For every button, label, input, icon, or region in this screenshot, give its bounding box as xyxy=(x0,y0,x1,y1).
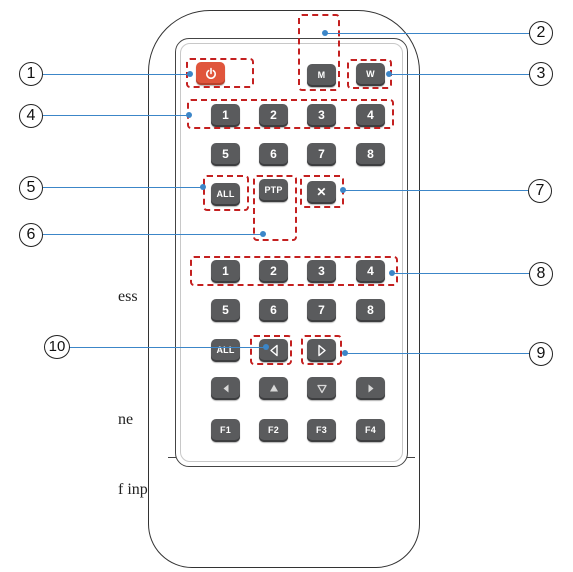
output-4-button[interactable]: 4 xyxy=(356,260,385,283)
callout-9: 9 xyxy=(529,342,553,366)
input-8-button[interactable]: 8 xyxy=(356,143,385,166)
right-triangle-icon xyxy=(368,384,373,393)
leader-4-dot xyxy=(186,112,192,118)
clear-button[interactable]: ✕ xyxy=(307,181,336,204)
callout-7: 7 xyxy=(528,179,552,203)
nav-right-button[interactable] xyxy=(356,377,385,400)
callout-8: 8 xyxy=(529,262,553,286)
leader-2-dot xyxy=(322,30,328,36)
leader-6 xyxy=(43,234,263,235)
leader-10-dot xyxy=(263,344,269,350)
w-button[interactable]: W xyxy=(356,63,385,86)
input-3-button[interactable]: 3 xyxy=(307,104,336,127)
nav-up-button[interactable] xyxy=(259,377,288,400)
highlight-page-left xyxy=(250,335,292,365)
output-3-button[interactable]: 3 xyxy=(307,260,336,283)
ptp-button[interactable]: PTP xyxy=(259,179,288,202)
f2-button[interactable]: F2 xyxy=(259,419,288,442)
leader-3 xyxy=(389,74,530,75)
output-7-button[interactable]: 7 xyxy=(307,299,336,322)
output-6-button[interactable]: 6 xyxy=(259,299,288,322)
highlight-power xyxy=(186,58,254,88)
input-5-button[interactable]: 5 xyxy=(211,143,240,166)
highlight-output-row xyxy=(190,256,398,286)
callout-4: 4 xyxy=(19,104,43,128)
leader-9-dot xyxy=(342,350,348,356)
all-inputs-button[interactable]: ALL xyxy=(211,183,240,206)
leader-1-dot xyxy=(187,71,193,77)
output-1-button[interactable]: 1 xyxy=(211,260,240,283)
input-4-button[interactable]: 4 xyxy=(356,104,385,127)
leader-7 xyxy=(343,190,528,191)
output-2-button[interactable]: 2 xyxy=(259,260,288,283)
highlight-page-right xyxy=(301,335,342,365)
up-triangle-icon xyxy=(269,384,278,392)
all-outputs-button[interactable]: ALL xyxy=(211,339,240,362)
output-8-button[interactable]: 8 xyxy=(356,299,385,322)
leader-4 xyxy=(43,115,189,116)
leader-8 xyxy=(392,273,530,274)
highlight-clear xyxy=(300,175,344,208)
page-right-button[interactable] xyxy=(307,339,336,362)
panel-edge-right xyxy=(407,457,415,458)
leader-7-dot xyxy=(340,187,346,193)
input-7-button[interactable]: 7 xyxy=(307,143,336,166)
highlight-all-inputs xyxy=(203,175,249,211)
leader-5-dot xyxy=(200,184,206,190)
left-triangle-icon xyxy=(269,344,278,357)
down-triangle-icon xyxy=(316,384,327,394)
callout-6: 6 xyxy=(19,223,43,247)
callout-1: 1 xyxy=(19,62,43,86)
panel-edge-left xyxy=(168,457,176,458)
highlight-ptp xyxy=(253,175,297,241)
input-1-button[interactable]: 1 xyxy=(211,104,240,127)
power-button[interactable] xyxy=(196,62,225,85)
leader-8-dot xyxy=(389,270,395,276)
leader-6-dot xyxy=(260,231,266,237)
leader-2 xyxy=(325,33,530,34)
leader-9 xyxy=(345,353,530,354)
callout-10: 10 xyxy=(44,335,70,359)
leader-10 xyxy=(68,347,266,348)
side-text-fragment-1: ess xyxy=(118,288,138,305)
leader-5 xyxy=(43,187,203,188)
input-6-button[interactable]: 6 xyxy=(259,143,288,166)
f1-button[interactable]: F1 xyxy=(211,419,240,442)
output-5-button[interactable]: 5 xyxy=(211,299,240,322)
left-triangle-icon xyxy=(223,384,228,393)
f3-button[interactable]: F3 xyxy=(307,419,336,442)
nav-down-button[interactable] xyxy=(307,377,336,400)
highlight-input-row xyxy=(187,99,394,129)
callout-3: 3 xyxy=(529,62,553,86)
nav-left-button[interactable] xyxy=(211,377,240,400)
f4-button[interactable]: F4 xyxy=(356,419,385,442)
m-button[interactable]: M xyxy=(307,64,336,87)
input-2-button[interactable]: 2 xyxy=(259,104,288,127)
callout-2: 2 xyxy=(529,21,553,45)
side-text-fragment-2: ne xyxy=(118,411,134,428)
right-triangle-icon xyxy=(317,344,326,357)
callout-5: 5 xyxy=(19,176,43,200)
highlight-m xyxy=(298,14,340,91)
leader-1 xyxy=(43,74,190,75)
button-panel-inner xyxy=(180,43,403,462)
leader-3-dot xyxy=(386,71,392,77)
power-icon xyxy=(205,67,216,79)
